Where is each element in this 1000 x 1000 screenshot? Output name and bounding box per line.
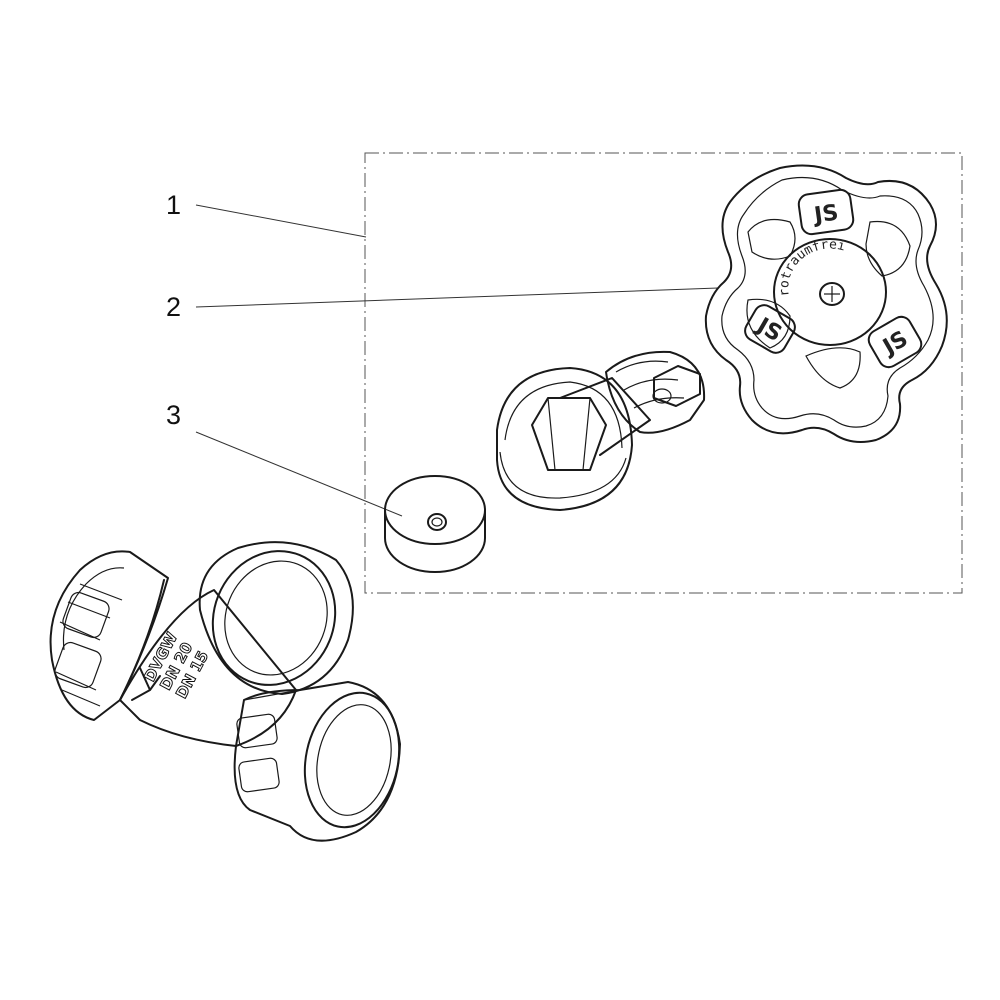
flow-direction-arrow-icon	[131, 667, 161, 701]
logo-badge-left	[744, 304, 796, 354]
hub-screw-icon	[819, 282, 845, 306]
callout-2-label: 2	[166, 292, 181, 322]
valve-spindle-top	[496, 350, 706, 511]
hub-inscription: rotraumfrei	[777, 237, 847, 297]
valve-body: DVGW DN 20 DN 15	[49, 541, 401, 842]
handwheel-hub	[773, 238, 887, 346]
kit-frame	[364, 152, 963, 594]
logo-badge-top	[797, 188, 855, 236]
body-marking: DVGW DN 20 DN 15	[140, 629, 213, 702]
callout-1-leader	[195, 204, 367, 238]
logo-mark-right: JS	[877, 326, 912, 361]
washer-disc	[384, 475, 486, 573]
callout-3-label: 3	[166, 400, 181, 430]
callout-3-leader	[195, 431, 403, 517]
logo-mark-top: JS	[811, 200, 840, 228]
logo-badge-right	[867, 315, 923, 369]
handwheel: JS JS JS rotraumfrei	[704, 164, 948, 443]
callout-2-leader	[195, 287, 719, 308]
callout-1-label: 1	[166, 190, 181, 220]
